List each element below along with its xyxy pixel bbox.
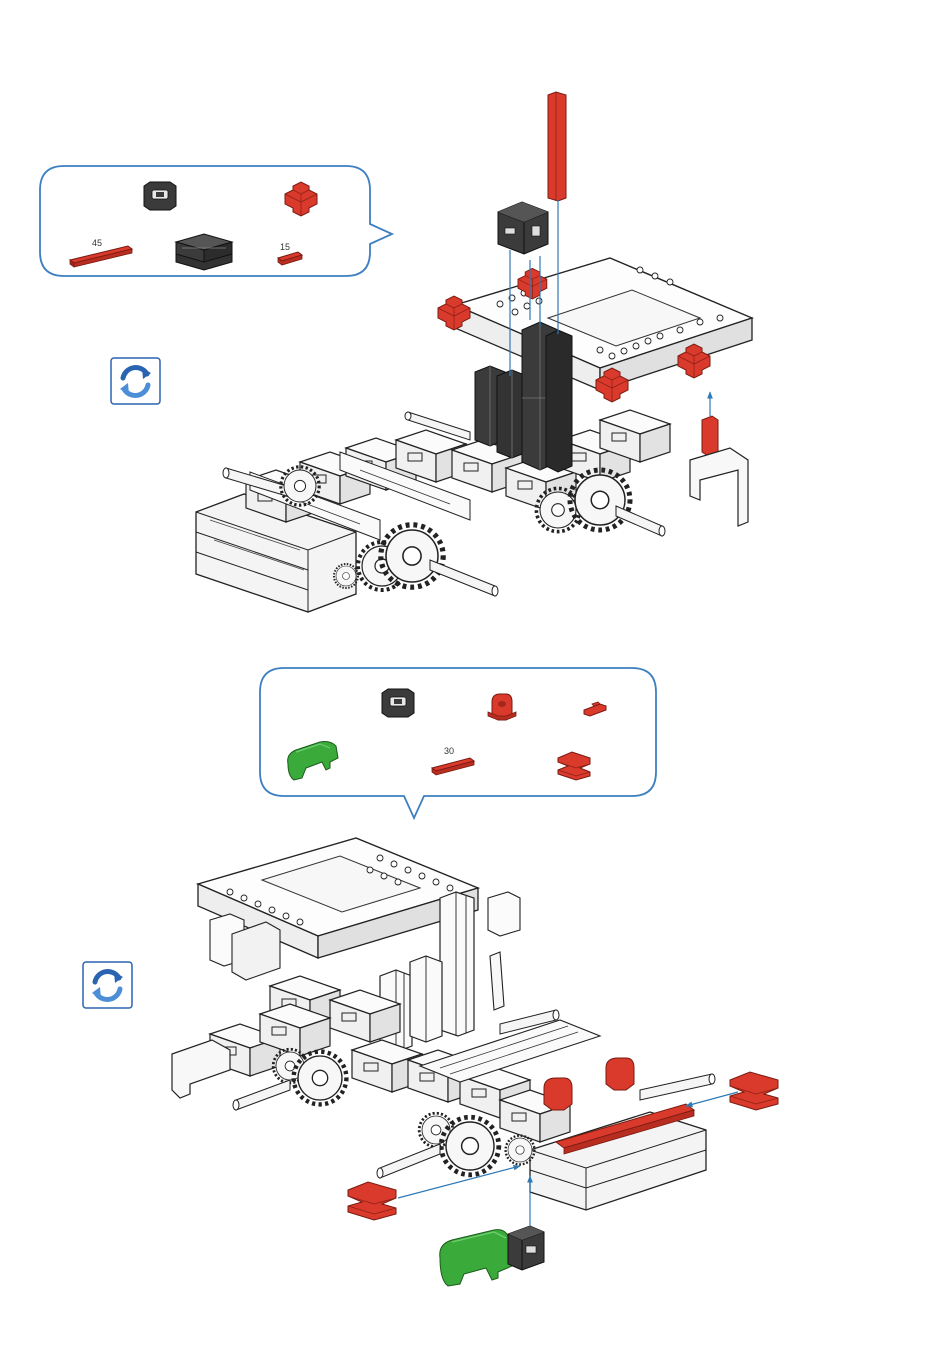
- dark-connector-block-icon: [382, 689, 414, 717]
- step1-model-assembly: [196, 258, 752, 612]
- green-flap-with-connector-exploded: [440, 1226, 544, 1286]
- red-strut-exploded: [548, 92, 566, 201]
- red-double-clip-exploded: [730, 1072, 778, 1110]
- dark-connector-block-icon: [144, 182, 176, 210]
- dark-connector-cube-exploded: [498, 202, 548, 254]
- rotate-model-icon: [111, 358, 160, 404]
- strut-length-label: 15: [280, 242, 290, 252]
- rotate-model-icon: [83, 962, 132, 1008]
- strut-length-label: 30: [444, 746, 454, 756]
- red-angle-block-icon: [488, 694, 516, 720]
- red-double-clip-exploded: [348, 1182, 396, 1220]
- strut-length-label: 45: [92, 238, 102, 248]
- red-angle-blocks-on-model: [544, 1058, 634, 1110]
- dark-building-block-pair-icon: [176, 234, 232, 270]
- step2-model-assembly: [172, 838, 715, 1210]
